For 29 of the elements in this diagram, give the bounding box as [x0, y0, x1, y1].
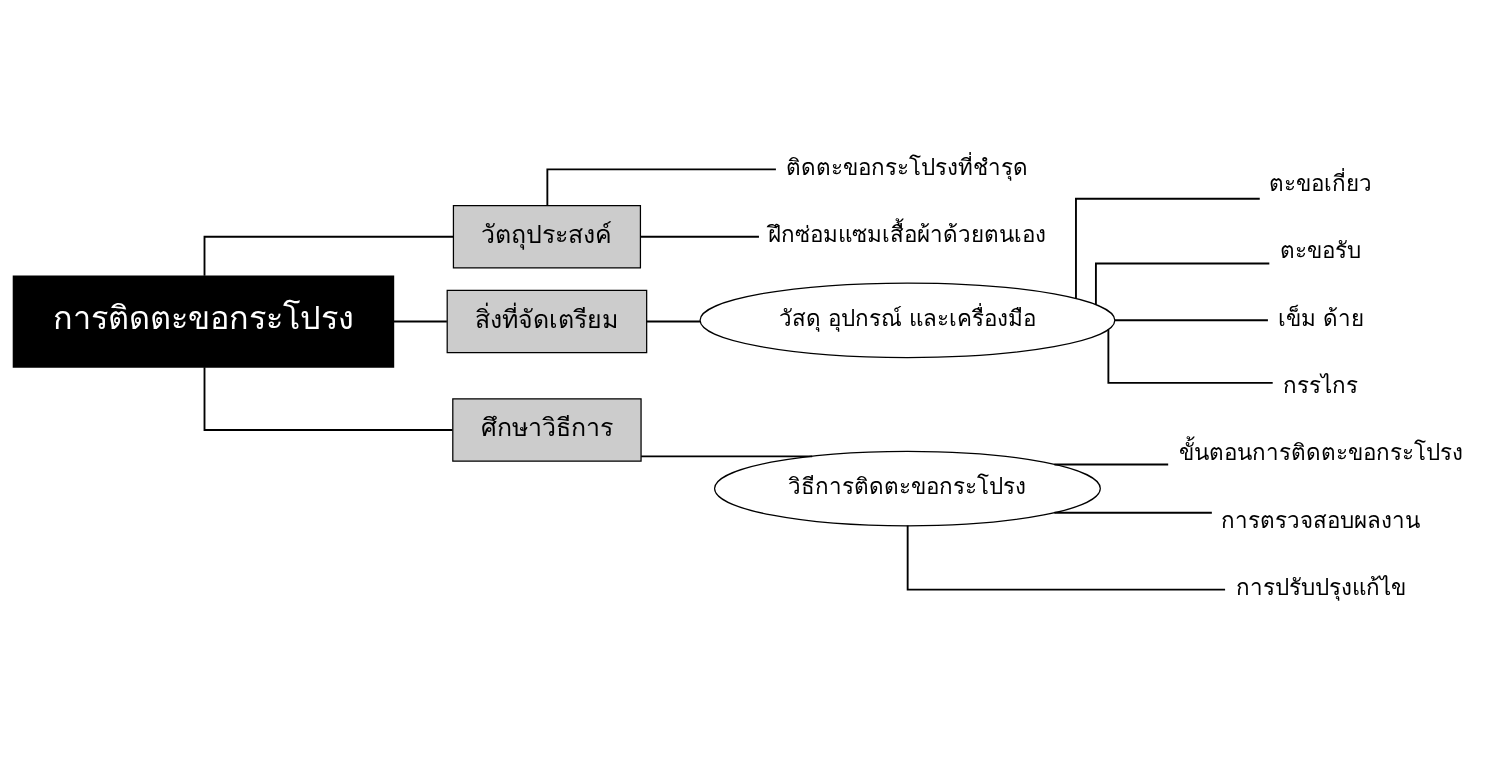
node-text: การตรวจสอบผลงาน — [1221, 506, 1421, 533]
connector — [1053, 511, 1213, 514]
node-text: กรรไกร — [1283, 371, 1359, 398]
node-text: การปรับปรุงแก้ไข — [1235, 573, 1406, 600]
node-box: สิ่งที่จัดเตรียม — [446, 289, 648, 353]
connector — [1113, 318, 1269, 321]
connector — [1053, 463, 1170, 465]
connector — [203, 235, 455, 277]
node-box: การติดตะขอกระโปรง — [12, 274, 395, 368]
connector — [640, 454, 814, 457]
connector — [203, 365, 454, 431]
connector — [1107, 328, 1274, 384]
connector — [906, 524, 1226, 590]
node-text: ตะขอรับ — [1280, 236, 1362, 263]
node-text: ฝึกซ่อมแซมเสื้อผ้าด้วยตนเอง — [768, 220, 1047, 247]
connector — [546, 168, 777, 206]
node-text: ติดตะขอกระโปรงที่ชำรุด — [786, 153, 1029, 180]
node-box: ศึกษาวิธีการ — [452, 397, 642, 462]
connector — [392, 320, 448, 322]
connector — [639, 235, 760, 238]
connector — [1075, 197, 1261, 299]
node-ellipse: วัสดุ อุปกรณ์ และเครื่องมือ — [699, 281, 1116, 358]
node-box: วัตถุประสงค์ — [452, 204, 642, 269]
node-text: ตะขอเกี่ยว — [1269, 169, 1373, 196]
node-ellipse: วิธีการติดตะขอกระโปรง — [713, 450, 1101, 526]
node-text: ขั้นตอนการติดตะขอกระโปรง — [1178, 438, 1463, 465]
connector — [645, 320, 702, 322]
node-text: เข็ม ด้าย — [1277, 304, 1365, 331]
connector — [1094, 262, 1271, 306]
